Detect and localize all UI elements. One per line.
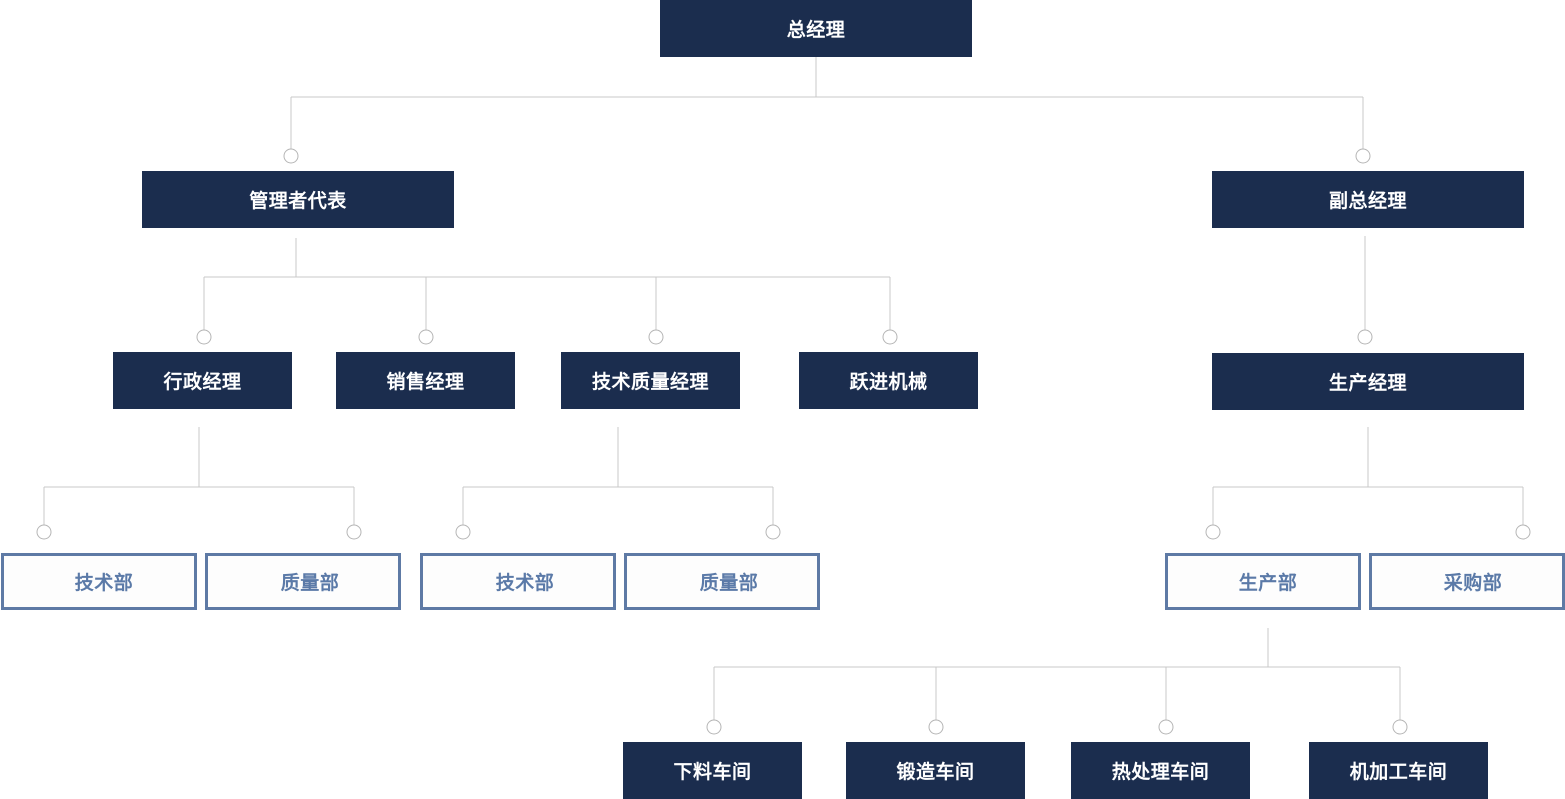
node-label: 机加工车间 [1349, 761, 1448, 783]
node-forging-workshop: 锻造车间 [846, 742, 1025, 799]
node-admin-manager: 行政经理 [113, 352, 292, 409]
node-label: 管理者代表 [249, 190, 347, 212]
node-vice-general-manager: 副总经理 [1212, 171, 1524, 228]
node-general-manager: 总经理 [660, 0, 972, 57]
node-label: 生产经理 [1328, 372, 1407, 394]
connector-dot [1515, 524, 1531, 540]
node-label: 技术部 [495, 572, 555, 594]
node-machining-workshop: 机加工车间 [1309, 742, 1488, 799]
node-label: 总经理 [786, 19, 846, 41]
connector-dot [765, 524, 781, 540]
node-production-manager: 生产经理 [1212, 353, 1524, 410]
node-label: 生产部 [1238, 572, 1298, 594]
node-label: 跃进机械 [849, 371, 928, 393]
connector-dot [196, 329, 212, 345]
connector-dot [1355, 148, 1371, 164]
node-tq-quality-dept: 质量部 [624, 553, 820, 610]
node-label: 锻造车间 [896, 761, 975, 783]
connector-dot [418, 329, 434, 345]
node-label: 质量部 [699, 572, 759, 594]
node-admin-quality-dept: 质量部 [205, 553, 401, 610]
node-label: 副总经理 [1328, 190, 1407, 212]
node-label: 热处理车间 [1111, 761, 1210, 783]
node-label: 质量部 [280, 572, 340, 594]
node-yuejin-machinery: 跃进机械 [799, 352, 978, 409]
node-tech-quality-manager: 技术质量经理 [561, 352, 740, 409]
node-label: 技术质量经理 [591, 371, 709, 393]
connector-dot [1357, 329, 1373, 345]
node-sales-manager: 销售经理 [336, 352, 515, 409]
node-purchasing-dept: 采购部 [1369, 553, 1565, 610]
node-admin-tech-dept: 技术部 [1, 553, 197, 610]
connector-dot [36, 524, 52, 540]
node-label: 下料车间 [673, 761, 752, 783]
node-production-dept: 生产部 [1165, 553, 1361, 610]
connector-dot [283, 148, 299, 164]
node-management-representative: 管理者代表 [142, 171, 454, 228]
connector-dot [1205, 524, 1221, 540]
connector-dot [455, 524, 471, 540]
connector-dot [648, 329, 664, 345]
connector-dot [1158, 719, 1174, 735]
node-label: 行政经理 [163, 371, 242, 393]
node-cutting-workshop: 下料车间 [623, 742, 802, 799]
node-label: 技术部 [74, 572, 134, 594]
node-label: 销售经理 [386, 371, 465, 393]
connector-dot [1392, 719, 1408, 735]
connector-dot [346, 524, 362, 540]
connector-dot [706, 719, 722, 735]
node-tq-tech-dept: 技术部 [420, 553, 616, 610]
connector-dot [882, 329, 898, 345]
node-heat-treatment-workshop: 热处理车间 [1071, 742, 1250, 799]
connector-dot [928, 719, 944, 735]
node-label: 采购部 [1443, 572, 1503, 594]
